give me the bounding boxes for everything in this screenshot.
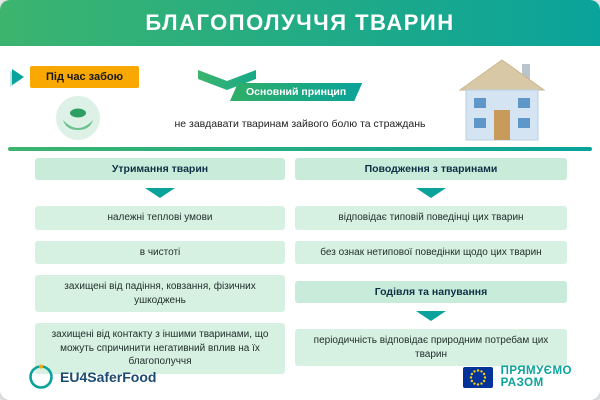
arrow-down-icon [145, 188, 175, 198]
arrow-down-icon [416, 188, 446, 198]
section-divider [8, 147, 592, 151]
principle-text: не завдавати тваринам зайвого болю та ст… [174, 118, 426, 130]
circle-of-stars-icon [29, 364, 53, 389]
house-icon [452, 56, 552, 149]
footer: EU4SaferFood ПРЯМУЄМО РАЗОМ [0, 354, 600, 400]
arrow-down-icon [416, 311, 446, 321]
play-triangle-icon [12, 69, 24, 85]
eu4saferfood-logo-text: EU4SaferFood [60, 369, 157, 385]
column-header-handling: Поводження з тваринами [295, 158, 567, 180]
list-item: захищені від контакту з іншими тваринами… [35, 323, 285, 374]
context-badge-row: Під час забою [12, 66, 140, 88]
column-handling: Поводження з тваринами відповідає типові… [295, 158, 567, 366]
column-header-keeping: Утримання тварин [35, 158, 285, 180]
column-header-feeding: Годівля та напування [295, 281, 567, 303]
list-item: належні теплові умови [35, 206, 285, 230]
partner-line: ПРЯМУЄМО [500, 364, 572, 377]
list-item: відповідає типовій поведінці цих тварин [295, 206, 567, 230]
context-badge: Під час забою [30, 66, 140, 88]
page-title: БЛАГОПОЛУЧЧЯ ТВАРИН [145, 10, 455, 35]
hands-leaf-icon [56, 96, 100, 140]
partner-logo: ПРЯМУЄМО РАЗОМ [462, 365, 572, 389]
principle-ribbon: Основний принцип [230, 83, 363, 101]
list-item: в чистоті [35, 240, 285, 264]
header-bar: БЛАГОПОЛУЧЧЯ ТВАРИН [0, 0, 600, 46]
list-item: періодичність відповідає природним потре… [295, 329, 567, 366]
column-keeping: Утримання тварин належні теплові умови в… [35, 158, 285, 374]
list-item: захищені від падіння, ковзання, фізичних… [35, 275, 285, 312]
eu-flag-icon [462, 366, 493, 388]
eu4saferfood-logo: EU4SaferFood [28, 364, 156, 390]
list-item: без ознак нетипової поведінки щодо цих т… [295, 240, 567, 264]
partner-logo-text: ПРЯМУЄМО РАЗОМ [501, 365, 572, 389]
partner-line: РАЗОМ [500, 377, 544, 389]
